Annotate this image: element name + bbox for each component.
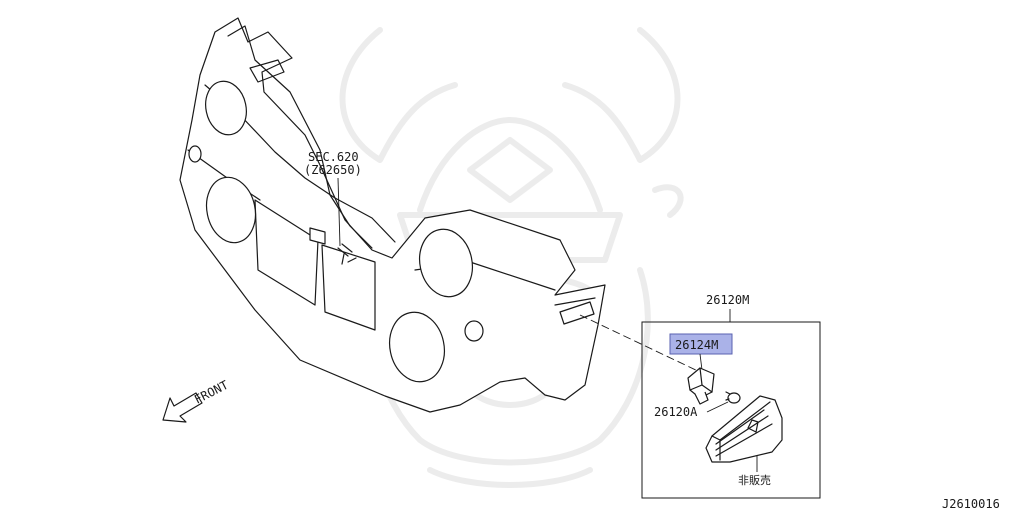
bulb-socket <box>687 367 715 405</box>
guide-dashed-line <box>579 314 701 373</box>
section-ref-label: SEC.620 <box>308 150 359 164</box>
part-highlight-box[interactable] <box>669 333 733 355</box>
highlighted-part-callout[interactable]: 26124M <box>669 333 733 371</box>
assembly-part-label: 26120M <box>706 293 749 307</box>
diagram-id-label: J2610016 <box>942 497 1000 511</box>
section-sub-label: (Z62650) <box>304 163 362 177</box>
assembly-box: 26120M <box>641 293 821 499</box>
front-bumper-fascia <box>179 17 606 413</box>
front-label: FRONT <box>192 378 231 407</box>
bulb-callout: 26120A <box>654 391 741 419</box>
side-marker-lamp: 非販売 <box>705 395 783 487</box>
not-sold-note: 非販売 <box>738 474 771 487</box>
bulb-part-label: 26120A <box>654 405 698 419</box>
section-callout: SEC.620 (Z62650) <box>304 150 362 247</box>
front-direction-arrow: FRONT <box>162 378 231 423</box>
highlighted-part-label: 26124M <box>675 338 718 352</box>
